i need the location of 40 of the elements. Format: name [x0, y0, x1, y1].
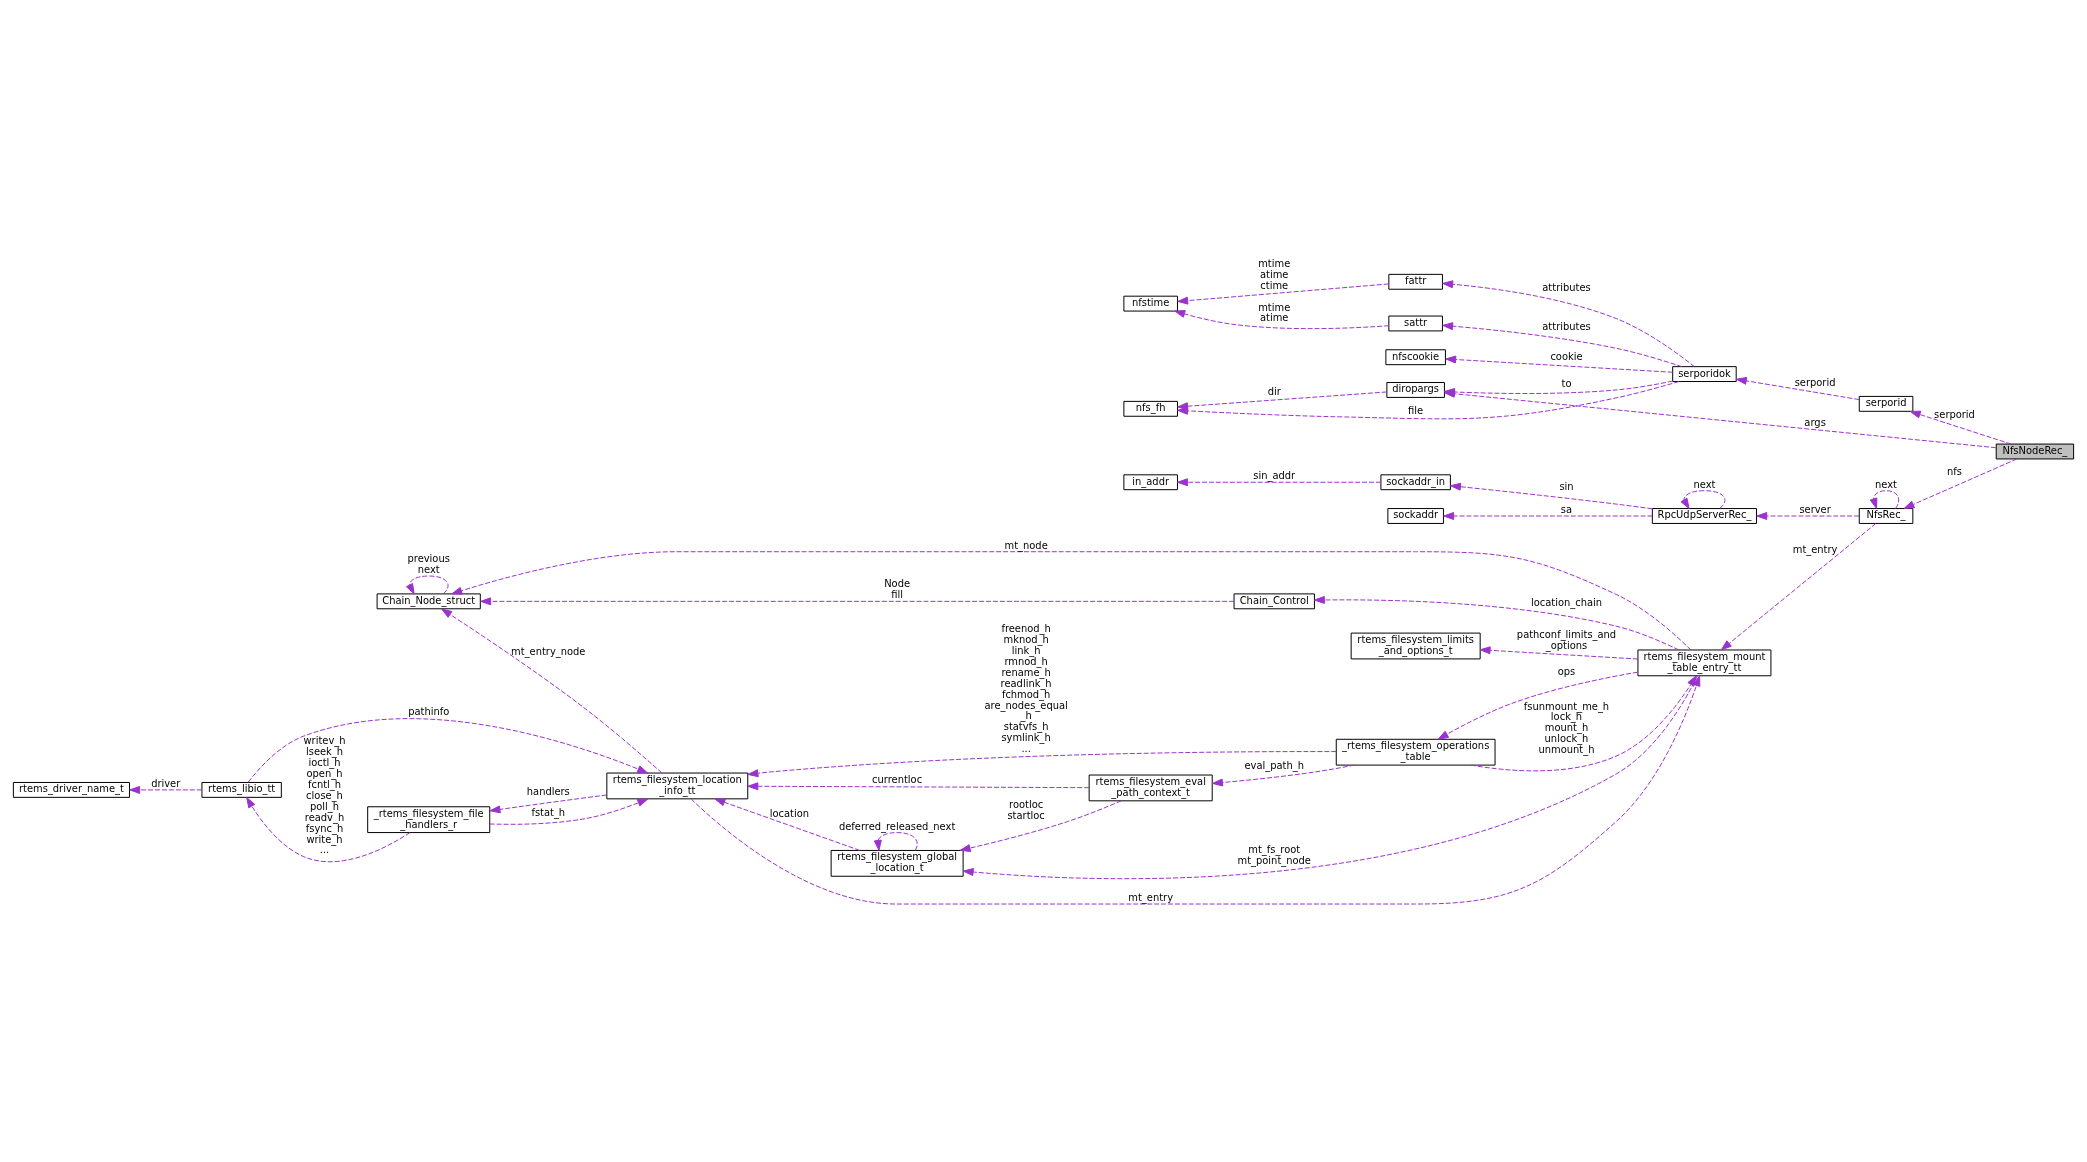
edge-label: mt_entry — [1792, 543, 1838, 555]
edge-label: pathconf_limits_and _options — [1516, 628, 1617, 651]
edge-label: mt_entry — [1128, 891, 1174, 903]
edge-label: server — [1799, 503, 1831, 515]
edge-label: mt_entry_node — [511, 645, 586, 657]
edge-label: location — [769, 807, 810, 819]
edge-label: currentloc — [872, 773, 923, 785]
edge-label: eval_path_h — [1244, 759, 1304, 771]
edge-label: args — [1804, 416, 1826, 428]
edge-label: sa — [1560, 503, 1573, 515]
edge-label: serporid — [1934, 408, 1975, 420]
edge-label: next — [1693, 478, 1716, 490]
edge-label: to — [1561, 377, 1572, 389]
edge-label: previous next — [407, 552, 450, 575]
edge-label: mt_fs_root mt_point_node — [1237, 843, 1311, 866]
edge-label: serporid — [1794, 376, 1836, 388]
edge-label: mtime atime — [1258, 301, 1291, 323]
edge-label: sin — [1559, 480, 1574, 492]
edge-label: driver — [151, 777, 181, 789]
edge-label: deferred_released_next — [838, 820, 956, 832]
edge-label: fsunmount_me_h lock_h mount_h unlock_h unmount_h — [1523, 700, 1610, 755]
edge-label: rootloc startloc — [1007, 798, 1045, 821]
edge-label: fstat_h — [531, 806, 566, 818]
edge-label: ops — [1557, 665, 1576, 677]
edge-label: mt_node — [1004, 539, 1048, 551]
edge-label: pathinfo — [408, 705, 450, 717]
edge-label: Node fill — [884, 577, 911, 600]
edge-label: attributes — [1542, 281, 1591, 293]
edge-label: next — [1875, 478, 1898, 490]
edge-label: writev_h lseek_h ioctl_h open_h fcntl_h close_h poll_h readv_h fsync_h write_h ... — [303, 734, 346, 855]
edge-label: sin_addr — [1253, 469, 1296, 481]
edge-label: mtime atime ctime — [1258, 257, 1291, 291]
edge-label: location_chain — [1530, 596, 1603, 608]
edge-label: attributes — [1542, 320, 1591, 332]
edge-label: freenod_h mknod_h link_h rmnod_h rename_h readlink_h fchmod_h are_nodes_equal _h statvfs_h symlink_h ... — [984, 622, 1068, 754]
edge-label: file — [1408, 404, 1424, 416]
edge-label: nfs — [1947, 465, 1962, 477]
edge-label: dir — [1267, 385, 1281, 397]
edge-label: handlers — [526, 785, 570, 797]
edge-label: cookie — [1550, 350, 1583, 362]
